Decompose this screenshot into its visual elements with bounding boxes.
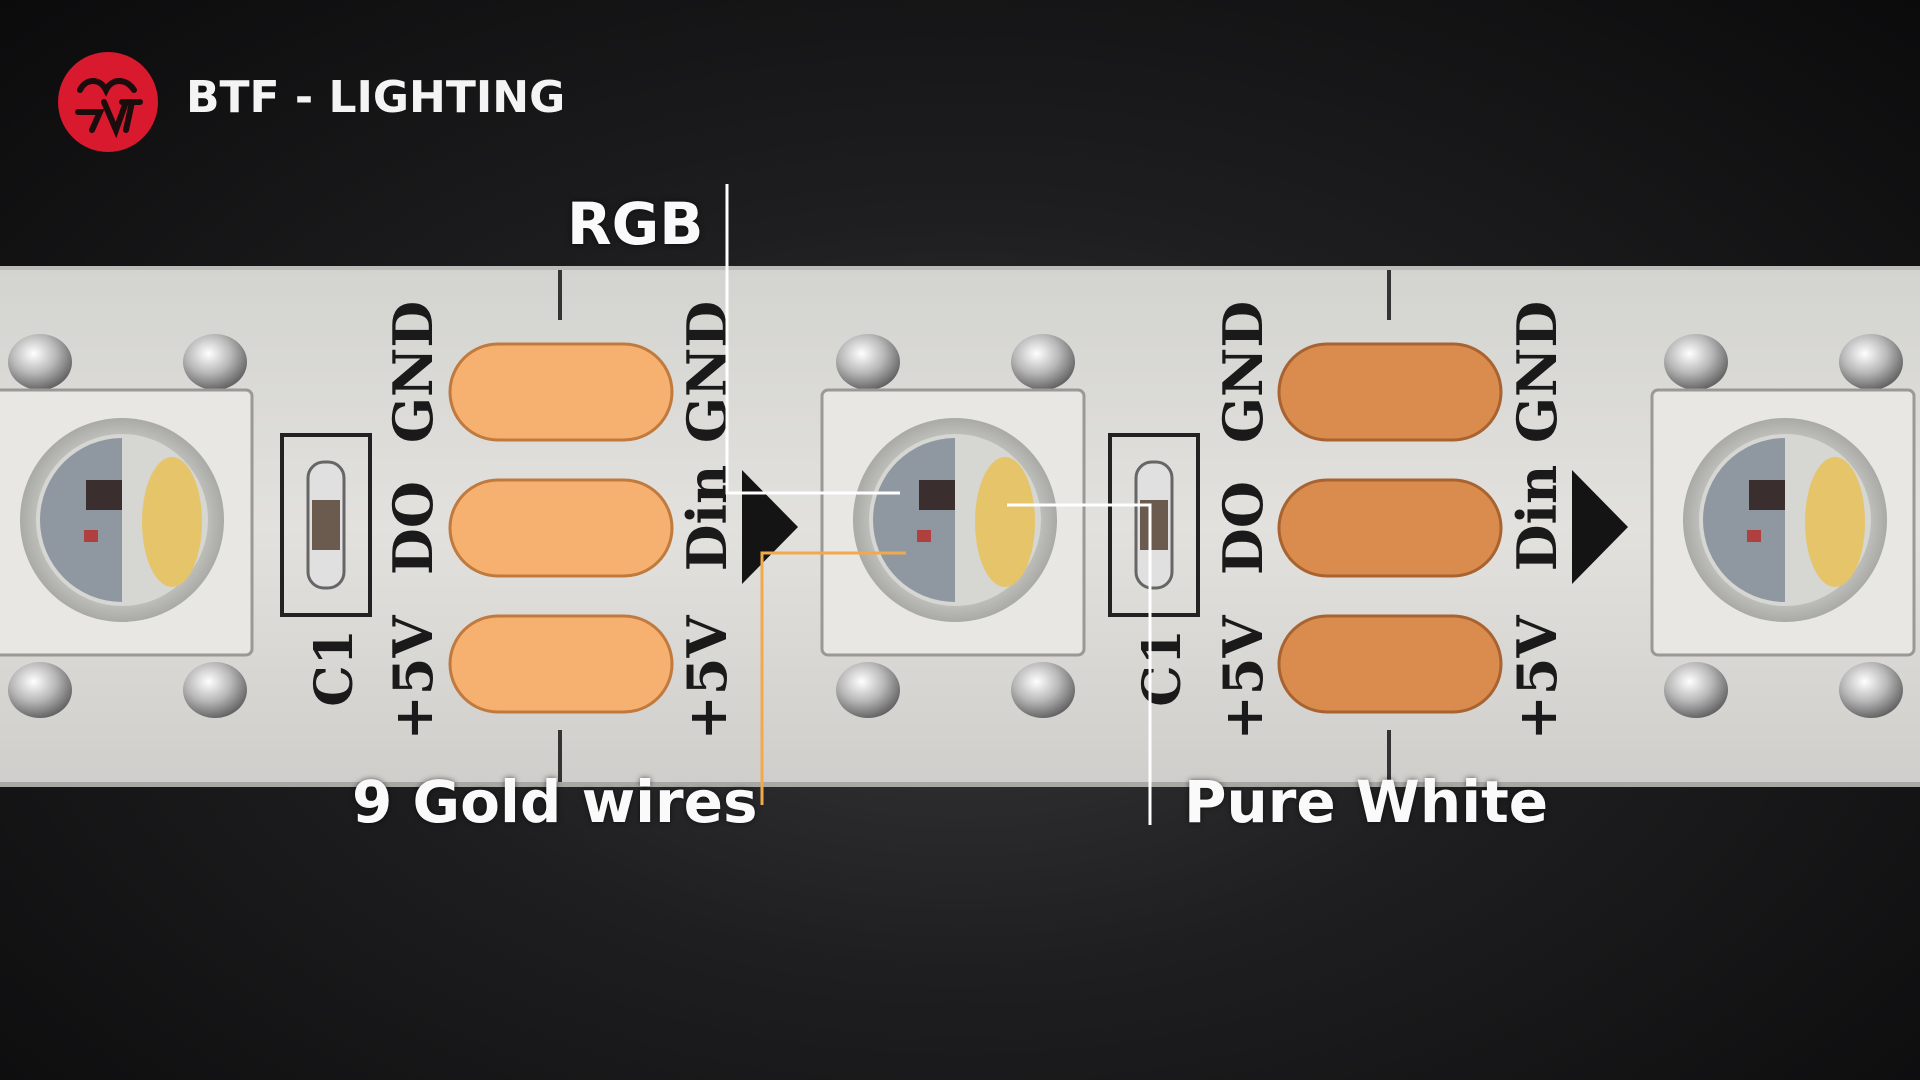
solder-pads [1277, 342, 1503, 714]
led-module [1650, 334, 1916, 718]
pad-label-gnd: GND [1505, 301, 1569, 443]
logo-mark [75, 78, 143, 139]
direction-arrow-icon [1572, 470, 1628, 584]
rgb-callout-line [725, 184, 900, 495]
led-module [0, 334, 254, 718]
pure-white-callout-line [1007, 503, 1152, 825]
pad-label-din: Din [675, 465, 739, 572]
pad-label-gnd: GND [1211, 301, 1275, 443]
pad-label-5v: +5V [1211, 615, 1275, 741]
capacitor [1108, 433, 1200, 617]
pad-label-do: DO [381, 481, 445, 575]
pad-label-do: DO [1211, 481, 1275, 575]
pad-label-5v: +5V [675, 615, 739, 741]
logo-circle [58, 52, 158, 152]
pad-label-gnd: GND [675, 301, 739, 443]
pad-label-5v: +5V [381, 615, 445, 741]
capacitor-label: C1 [1132, 629, 1193, 707]
pad-label-gnd: GND [381, 301, 445, 443]
gold-wires-callout-line [760, 551, 906, 805]
pcb-top-edge [0, 266, 1920, 270]
pure-white-label: Pure White [1184, 768, 1549, 836]
rgb-label: RGB [567, 190, 704, 258]
capacitor [280, 433, 372, 617]
pad-label-din: Din [1505, 465, 1569, 572]
gold-wires-label: 9 Gold wires [352, 768, 758, 836]
btf-logo-icon [58, 52, 158, 152]
pad-label-5v: +5V [1505, 615, 1569, 741]
direction-arrow-icon [742, 470, 798, 584]
brand-name: BTF - LIGHTING [186, 72, 566, 123]
led-module [820, 334, 1086, 718]
capacitor-label: C1 [304, 629, 365, 707]
solder-pads [448, 342, 674, 714]
pcb-bottom-edge [0, 782, 1920, 787]
